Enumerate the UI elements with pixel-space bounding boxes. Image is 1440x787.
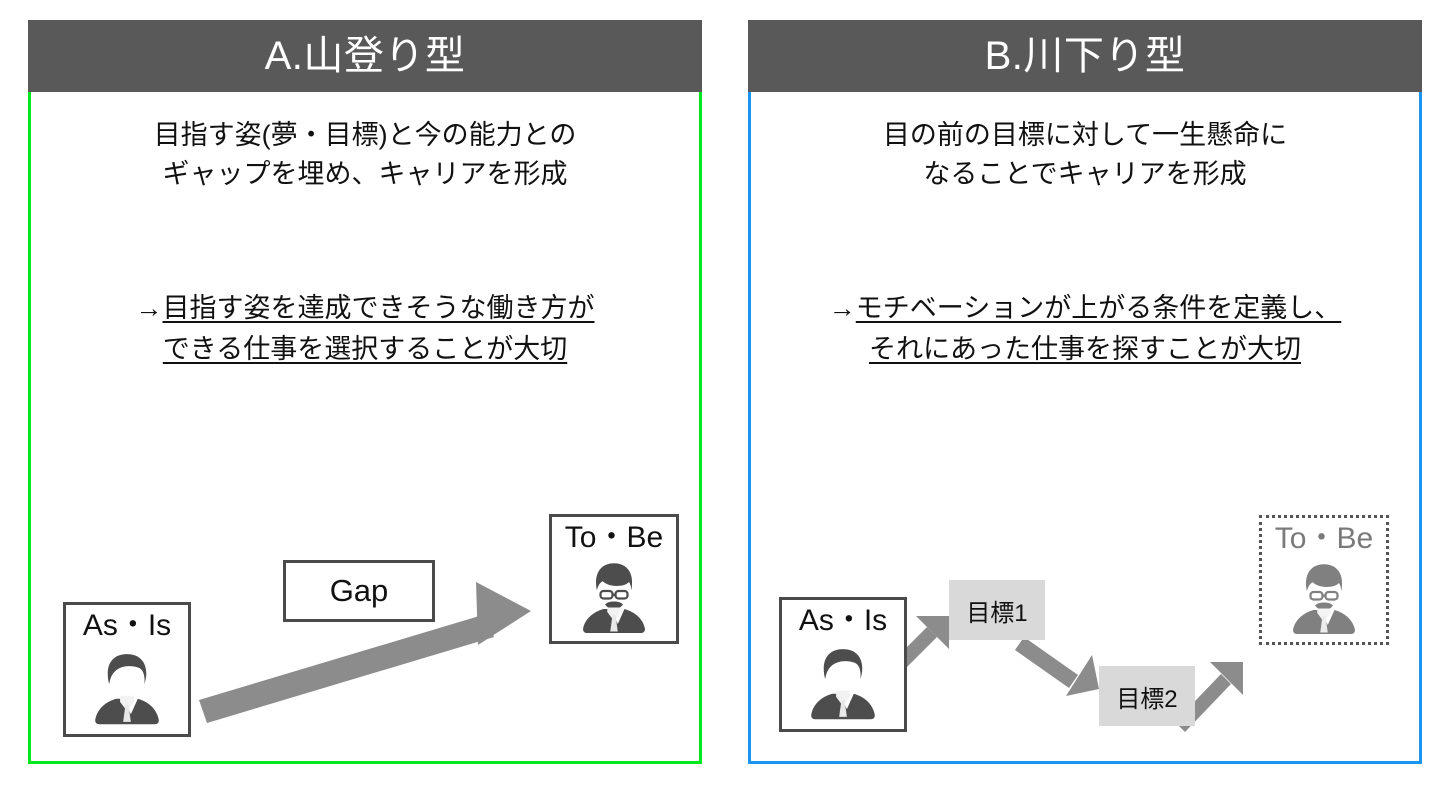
panel-a-description: 目指す姿(夢・目標)と今の能力との ギャップを埋め、キャリアを形成 <box>31 116 699 194</box>
panel-a-to-be-box: To・Be <box>549 514 679 644</box>
panel-a-gap-label: Gap <box>329 573 389 608</box>
panel-b-conclusion-text-1: モチベーションが上がる条件を定義し、 <box>855 293 1342 323</box>
person-senior-glasses-icon <box>552 553 676 641</box>
panel-a-conclusion-text-2: できる仕事を選択することが大切 <box>162 333 568 364</box>
panel-a-conclusion-arrow: → <box>135 293 163 323</box>
panel-b-to-be-box: To・Be <box>1259 515 1389 645</box>
person-senior-glasses-icon <box>1262 554 1386 642</box>
panel-b-body: 目の前の目標に対して一生懸命に なることでキャリアを形成 →モチベーションが上が… <box>748 92 1422 764</box>
panel-b-river-descent: B.川下り型 目の前の目標に対して一生懸命に なることでキャリアを形成 →モチベ… <box>748 20 1422 764</box>
panel-a-as-is-box: As・Is <box>63 602 191 737</box>
panel-a-gap-box: Gap <box>283 560 435 622</box>
panel-b-conclusion-text-2: それにあった仕事を探すことが大切 <box>869 333 1301 364</box>
panel-b-conclusion: →モチベーションが上がる条件を定義し、 それにあった仕事を探すことが大切 <box>751 288 1419 369</box>
panel-a-diagram: As・Is Gap <box>31 422 699 762</box>
panel-a-body: 目指す姿(夢・目標)と今の能力との ギャップを埋め、キャリアを形成 →目指す姿を… <box>28 92 702 764</box>
arrow-goal1-to-goal2 <box>1015 637 1099 696</box>
panel-a-conclusion-text-1: 目指す姿を達成できそうな働き方が <box>162 293 595 323</box>
panel-b-as-is-label: As・Is <box>798 604 888 637</box>
panel-b-description-line-1: 目の前の目標に対して一生懸命に <box>882 120 1288 150</box>
person-young-icon <box>782 636 904 729</box>
panel-b-conclusion-line-2: それにあった仕事を探すことが大切 <box>751 329 1419 370</box>
person-young-icon <box>66 641 188 734</box>
panel-b-description: 目の前の目標に対して一生懸命に なることでキャリアを形成 <box>751 116 1419 194</box>
panel-b-goal1-box: 目標1 <box>949 580 1045 640</box>
panel-b-goal2-box: 目標2 <box>1099 666 1195 726</box>
panel-b-conclusion-line-1: →モチベーションが上がる条件を定義し、 <box>751 288 1419 329</box>
panel-b-goal1-label: 目標1 <box>966 599 1028 627</box>
panel-a-description-line-2: ギャップを埋め、キャリアを形成 <box>162 159 568 190</box>
panel-a-title: A.山登り型 <box>264 34 466 78</box>
panel-b-description-line-2: なることでキャリアを形成 <box>923 159 1247 190</box>
panel-b-header: B.川下り型 <box>748 20 1422 92</box>
panel-a-header: A.山登り型 <box>28 20 702 92</box>
panel-a-conclusion: →目指す姿を達成できそうな働き方が できる仕事を選択することが大切 <box>31 288 699 369</box>
panel-a-conclusion-line-1: →目指す姿を達成できそうな働き方が <box>31 288 699 329</box>
panel-b-as-is-box: As・Is <box>779 597 907 732</box>
panel-b-to-be-label: To・Be <box>1274 522 1374 555</box>
panel-a-gap-arrow <box>199 582 531 723</box>
panel-a-as-is-label: As・Is <box>82 609 172 642</box>
panel-b-conclusion-arrow: → <box>828 293 856 323</box>
panel-a-to-be-label: To・Be <box>564 521 664 554</box>
panel-a-conclusion-line-2: できる仕事を選択することが大切 <box>31 329 699 370</box>
panel-b-title: B.川下り型 <box>984 34 1186 78</box>
panel-b-diagram: As・Is 目標1 <box>751 422 1419 762</box>
panel-a-description-line-1: 目指す姿(夢・目標)と今の能力との <box>153 120 577 150</box>
panel-a-mountain-climbing: A.山登り型 目指す姿(夢・目標)と今の能力との ギャップを埋め、キャリアを形成… <box>28 20 702 764</box>
panel-b-goal2-label: 目標2 <box>1116 685 1178 713</box>
